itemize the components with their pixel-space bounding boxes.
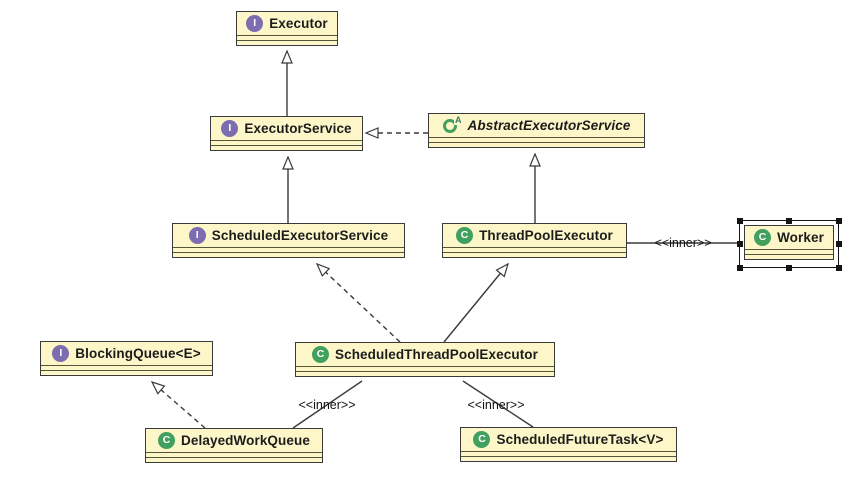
class-name: ScheduledThreadPoolExecutor: [335, 347, 538, 362]
selection-handle[interactable]: [835, 217, 842, 224]
methods-compartment: [461, 456, 676, 461]
class-icon: C: [473, 431, 491, 448]
edge-scheduledthreadpoolexecutor-implements-scheduledexecutorservice[interactable]: [315, 262, 401, 343]
selection-handle[interactable]: [736, 241, 743, 247]
edge-label-inner-scheduledfuturetask[interactable]: <<inner>>: [467, 398, 525, 412]
class-name: BlockingQueue<E>: [75, 346, 201, 361]
selection-handle[interactable]: [835, 264, 842, 271]
class-box-scheduledexecutorservice[interactable]: I ScheduledExecutorService: [172, 223, 405, 258]
edge-label-inner-worker[interactable]: <<inner>>: [654, 236, 712, 250]
selection-handle[interactable]: [736, 217, 743, 224]
interface-icon: I: [188, 227, 206, 244]
methods-compartment: [146, 457, 322, 462]
class-name: ExecutorService: [244, 121, 352, 136]
methods-compartment: [443, 252, 626, 257]
methods-compartment: [745, 253, 833, 259]
fields-compartment: [429, 137, 644, 142]
class-box-abstractexecutorservice[interactable]: A AbstractExecutorService: [428, 113, 645, 148]
interface-icon: I: [221, 120, 239, 137]
fields-compartment: [296, 366, 554, 371]
class-box-executor[interactable]: I Executor: [236, 11, 338, 46]
class-icon: C: [754, 228, 772, 246]
class-name: Executor: [269, 16, 328, 31]
selection-handle[interactable]: [736, 264, 743, 271]
selection-handle[interactable]: [786, 217, 792, 224]
edge-delayedworkqueue-implements-blockingqueue[interactable]: [150, 380, 206, 429]
class-icon: C: [158, 432, 176, 449]
methods-compartment: [429, 142, 644, 147]
abstract-a-badge: A: [454, 115, 463, 125]
class-box-delayedworkqueue[interactable]: C DelayedWorkQueue: [145, 428, 323, 463]
methods-compartment: [211, 145, 362, 150]
class-box-worker[interactable]: C Worker: [744, 224, 834, 260]
fields-compartment: [745, 248, 833, 254]
methods-compartment: [173, 252, 404, 257]
fields-compartment: [173, 247, 404, 252]
edge-scheduledthreadpoolexecutor-extends-threadpoolexecutor[interactable]: [443, 262, 509, 343]
class-box-executorservice[interactable]: I ExecutorService: [210, 116, 363, 151]
class-name: DelayedWorkQueue: [181, 433, 310, 448]
interface-icon: I: [246, 15, 264, 32]
class-icon: C: [456, 227, 474, 244]
class-name: ScheduledFutureTask<V>: [496, 432, 664, 447]
interface-icon: I: [52, 345, 70, 362]
class-name: AbstractExecutorService: [467, 118, 631, 133]
class-box-threadpoolexecutor[interactable]: C ThreadPoolExecutor: [442, 223, 627, 258]
fields-compartment: [237, 35, 337, 40]
fields-compartment: [461, 451, 676, 456]
abstract-c-ring: [442, 119, 457, 133]
class-name: Worker: [777, 229, 824, 245]
abstract-class-icon: A: [442, 115, 463, 134]
fields-compartment: [211, 140, 362, 145]
class-box-blockingqueue[interactable]: I BlockingQueue<E>: [40, 341, 213, 376]
class-name: ScheduledExecutorService: [211, 228, 389, 243]
fields-compartment: [443, 247, 626, 252]
edge-label-inner-delayedworkqueue[interactable]: <<inner>>: [298, 398, 356, 412]
methods-compartment: [237, 40, 337, 45]
fields-compartment: [41, 365, 212, 370]
selection-frame-worker[interactable]: C Worker: [736, 217, 842, 271]
class-box-scheduledthreadpoolexecutor[interactable]: C ScheduledThreadPoolExecutor: [295, 342, 555, 377]
selection-handle[interactable]: [786, 264, 792, 271]
class-box-scheduledfuturetask[interactable]: C ScheduledFutureTask<V>: [460, 427, 677, 462]
selection-handle[interactable]: [835, 241, 842, 247]
methods-compartment: [41, 370, 212, 375]
fields-compartment: [146, 452, 322, 457]
methods-compartment: [296, 371, 554, 376]
class-name: ThreadPoolExecutor: [479, 228, 613, 243]
class-icon: C: [312, 346, 329, 363]
